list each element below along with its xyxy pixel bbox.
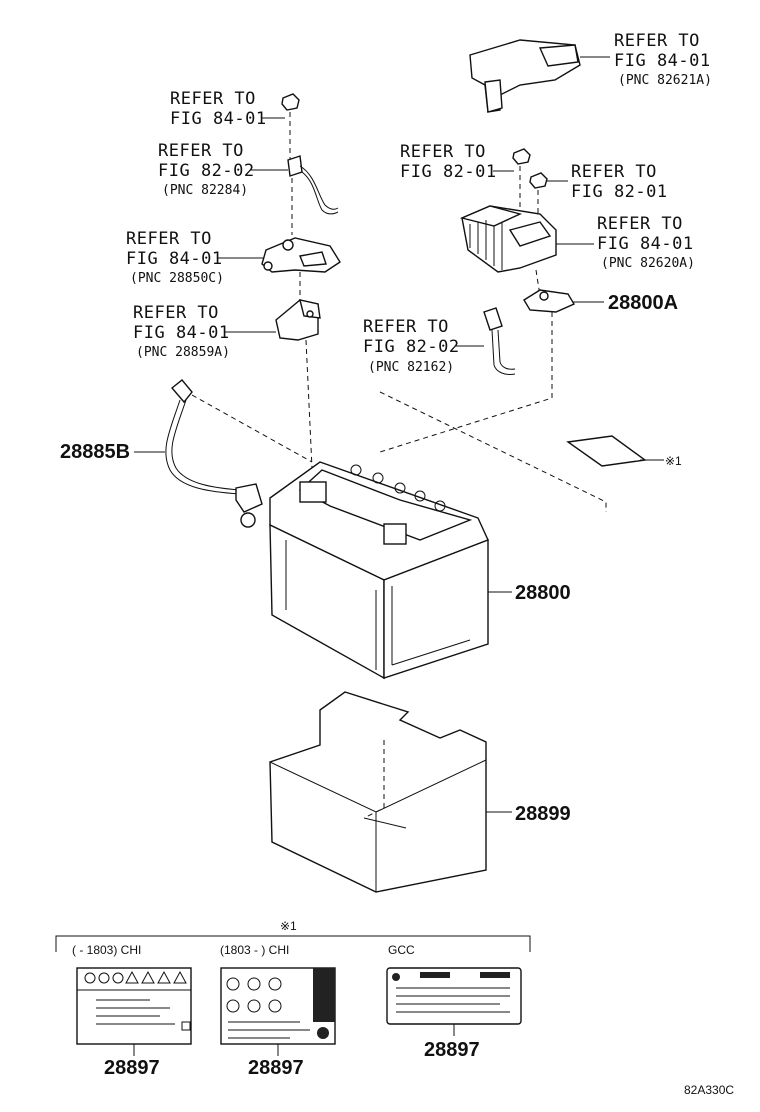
part-28800A-number: 28800A [608, 292, 678, 314]
note-mark: ※1 [665, 454, 682, 468]
caution-label-sticker [566, 435, 647, 467]
ground-wire-part [287, 155, 339, 215]
label1-part-number: 28897 [104, 1057, 160, 1079]
ref-r9-line1: REFER TO [363, 317, 449, 337]
ref-r7-pnc: (PNC 82620A) [601, 256, 695, 271]
ref-r9-pnc: (PNC 82162) [368, 360, 454, 375]
part-28885B-number: 28885B [60, 441, 130, 463]
ref-r5-line1: REFER TO [571, 162, 657, 182]
part-28899-number: 28899 [515, 803, 571, 825]
ref-r7-line1: REFER TO [597, 214, 683, 234]
ref-r6-line2: FIG 84-01 [126, 249, 223, 269]
ref-r8-pnc: (PNC 28859A) [136, 345, 230, 360]
ref-r8-line1: REFER TO [133, 303, 219, 323]
battery-part [269, 461, 489, 680]
legend-mark: ※1 [280, 919, 297, 933]
part-28800-number: 28800 [515, 582, 571, 604]
ref-r2-line1: REFER TO [170, 89, 256, 109]
ref-r2-line2: FIG 84-01 [170, 109, 267, 129]
ref-r1-line2: FIG 84-01 [614, 51, 711, 71]
legend-col3-header: GCC [388, 943, 415, 957]
nut-part [281, 93, 300, 111]
ref-r5-line2: FIG 82-01 [571, 182, 668, 202]
warning-label-1 [76, 967, 192, 1045]
terminal-clamp-part [261, 237, 341, 273]
ref-r1-line1: REFER TO [614, 31, 700, 51]
ref-r3-line1: REFER TO [158, 141, 244, 161]
ref-r3-pnc: (PNC 82284) [162, 183, 248, 198]
fuse-block-part [459, 205, 557, 273]
ref-r8-line2: FIG 84-01 [133, 323, 230, 343]
clamp-cover-part [469, 39, 610, 113]
legend-col2-header: (1803 - ) CHI [220, 943, 289, 957]
battery-tray-part [269, 691, 487, 893]
ref-r6-line1: REFER TO [126, 229, 212, 249]
label2-part-number: 28897 [248, 1057, 304, 1079]
sensor-cable-part [483, 307, 516, 375]
ref-r1-pnc: (PNC 82621A) [618, 73, 712, 88]
positive-terminal-part [523, 289, 576, 313]
ref-r4-line1: REFER TO [400, 142, 486, 162]
negative-cable-part [165, 379, 263, 528]
label3-part-number: 28897 [424, 1039, 480, 1061]
nut-part-3 [529, 172, 548, 189]
warning-label-2 [220, 967, 336, 1045]
ref-r3-line2: FIG 82-02 [158, 161, 255, 181]
bracket-part [275, 299, 321, 341]
legend-col1-header: ( - 1803) CHI [72, 943, 141, 957]
diagram-code: 82A330C [684, 1083, 734, 1097]
ref-r7-line2: FIG 84-01 [597, 234, 694, 254]
ref-r9-line2: FIG 82-02 [363, 337, 460, 357]
warning-label-3 [386, 967, 522, 1025]
ref-r4-line2: FIG 82-01 [400, 162, 497, 182]
ref-r6-pnc: (PNC 28850C) [130, 271, 224, 286]
nut-part-2 [512, 148, 531, 165]
